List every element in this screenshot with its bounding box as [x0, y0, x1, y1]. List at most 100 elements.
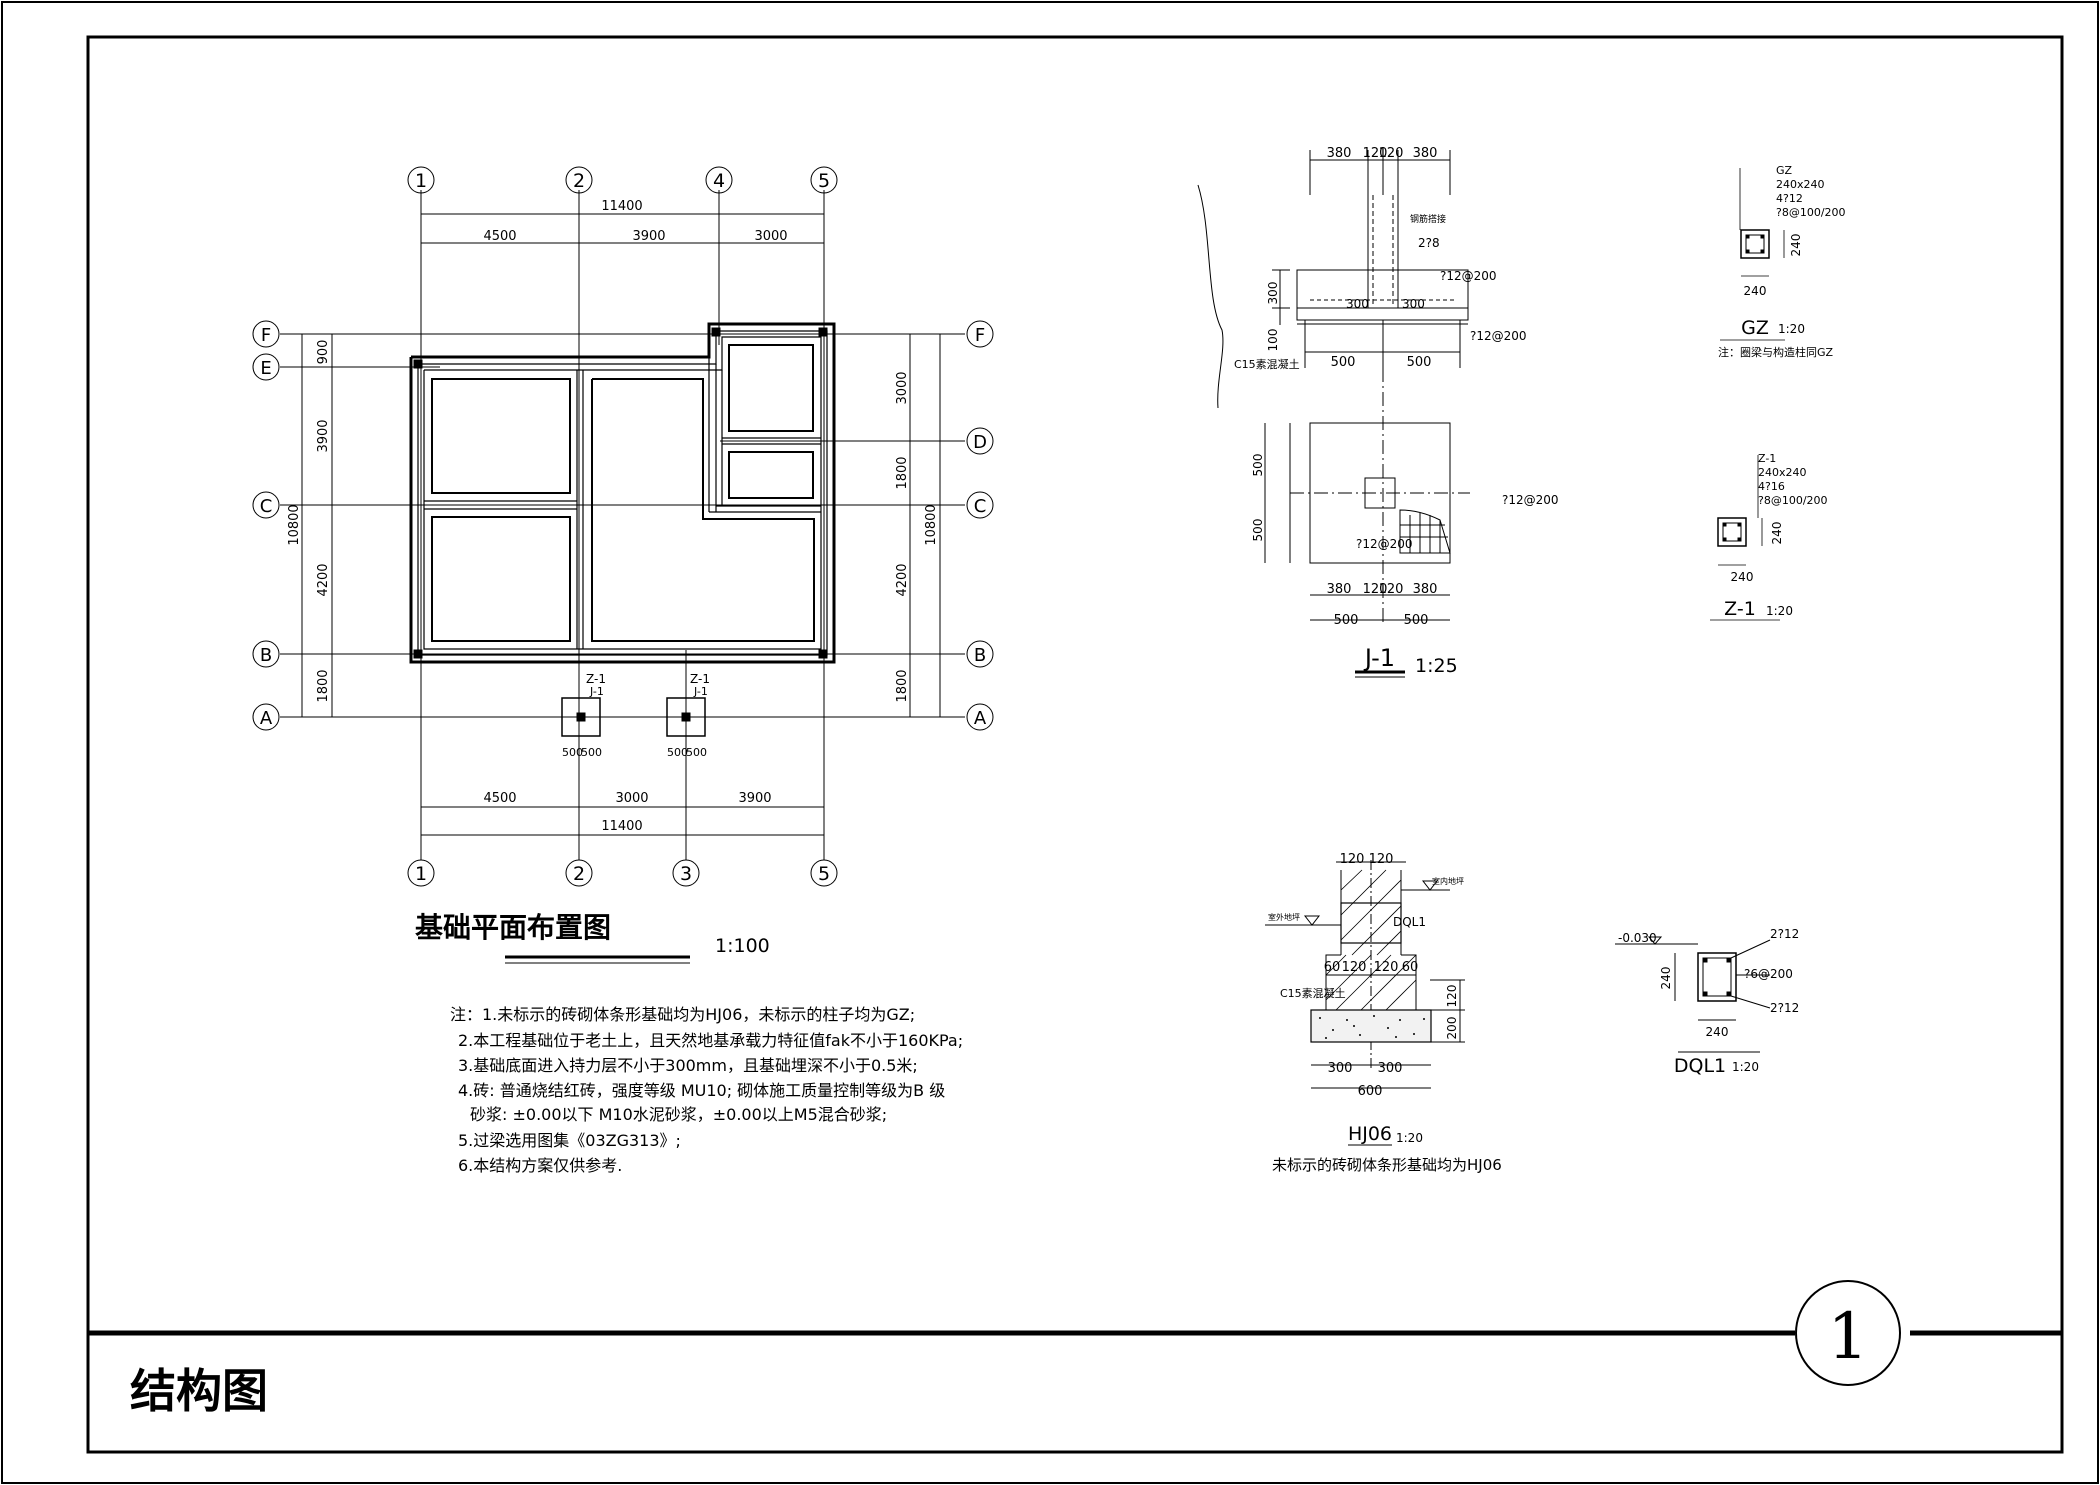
j1-plan-dim-3: 120: [1379, 582, 1404, 597]
j1-bar-3: ?12@200: [1470, 329, 1527, 343]
axis-top-2: 2: [573, 170, 585, 192]
j1-title: J-1: [1363, 644, 1395, 672]
hj06-top-1: 120: [1340, 852, 1365, 867]
j1-texts: 380 120 120 380 钢筋搭接 2?8 ?12@200 ?12@200…: [1234, 146, 1559, 677]
footing-dim-b1: 500: [667, 746, 688, 759]
footing-label-j1-b: J-1: [693, 685, 708, 698]
dim-top-seg-2: 3900: [632, 229, 665, 244]
dim-right-total: 10800: [924, 504, 939, 545]
j1-scale: 1:25: [1415, 655, 1458, 677]
gz-scale: 1:20: [1778, 322, 1805, 336]
dql1-bar-2: ?6@200: [1744, 967, 1793, 981]
z1-line-1: Z-1: [1758, 452, 1776, 465]
j1-left-dim-2: 500: [1251, 519, 1265, 542]
dim-bottom-total: 11400: [601, 819, 642, 834]
hj06-ground: 室外地坪: [1268, 912, 1300, 922]
hj06-concrete: C15素混凝土: [1280, 986, 1346, 1000]
axis-bottom-2: 2: [573, 863, 585, 885]
z1-dim-h: 240: [1731, 570, 1754, 584]
j1-bar-5: ?12@200: [1356, 537, 1413, 551]
j1-detail: [1197, 150, 1470, 678]
hj06-top-2: 120: [1369, 852, 1394, 867]
axis-top-1: 1: [415, 170, 427, 192]
dim-left-seg-3: 4200: [316, 563, 331, 596]
axis-left-e: E: [260, 358, 271, 379]
axis-top-3: 4: [713, 170, 725, 192]
dql1-texts: -0.030 2?12 ?6@200 2?12 240 240 DQL1 1:2…: [1618, 927, 1799, 1077]
z1-title: Z-1: [1724, 598, 1756, 620]
note-1: 注：1.未标示的砖砌体条形基础均为HJ06，未标示的柱子均为GZ;: [450, 1005, 915, 1024]
footing-dim-a1: 500: [562, 746, 583, 759]
hj06-h1: 120: [1445, 985, 1459, 1008]
axis-right-a: A: [974, 708, 987, 729]
hj06-h2: 200: [1445, 1017, 1459, 1040]
z1-texts: Z-1 240x240 4?16 ?8@100/200 240 240 Z-1 …: [1724, 452, 1827, 620]
axis-left-a: A: [260, 708, 273, 729]
axis-right-f: F: [975, 325, 985, 346]
footing-dim-a2: 500: [581, 746, 602, 759]
j1-dim-b2: 500: [1407, 355, 1432, 370]
dim-right-seg-1: 3000: [895, 371, 910, 404]
dim-bottom-seg-1: 4500: [483, 791, 516, 806]
dim-bottom-seg-2: 3000: [615, 791, 648, 806]
j1-plan-dim-4: 380: [1413, 582, 1438, 597]
hj06-detail: [1265, 860, 1465, 1146]
dim-left-total: 10800: [287, 504, 302, 545]
note-5: 砂浆: ±0.00以下 M10水泥砂浆，±0.00以上M5混合砂浆;: [470, 1105, 887, 1124]
dql1-scale: 1:20: [1732, 1060, 1759, 1074]
gz-line-3: 4?12: [1776, 192, 1803, 205]
foundation-plan: [280, 190, 965, 860]
dql1-bar-1: 2?12: [1770, 927, 1799, 941]
j1-left-dim-1: 500: [1251, 454, 1265, 477]
j1-plan-dim-1: 380: [1327, 582, 1352, 597]
gz-dim-v: 240: [1789, 234, 1803, 257]
note-3: 3.基础底面进入持力层不小于300mm，且基础埋深不小于0.5米;: [458, 1056, 918, 1075]
hj06-scale: 1:20: [1396, 1131, 1423, 1145]
axis-bottom-3: 3: [680, 863, 692, 885]
j1-plan-dim-2: 120: [1363, 582, 1388, 597]
j1-bar-1: 2?8: [1418, 236, 1440, 250]
dim-bottom-seg-3: 3900: [738, 791, 771, 806]
dql1-height: 240: [1659, 967, 1673, 990]
dql1-elev: -0.030: [1618, 931, 1657, 945]
hj06-total: 600: [1358, 1084, 1383, 1099]
gz-title: GZ: [1741, 317, 1769, 339]
dim-top-total: 11400: [601, 199, 642, 214]
hj06-texts: 120 120 室外地坪 室内地坪 DQL1 60 120 120 60 C15…: [1268, 852, 1502, 1174]
axis-bottom-1: 1: [415, 863, 427, 885]
z1-line-3: 4?16: [1758, 480, 1785, 493]
dim-left-seg-4: 1800: [316, 669, 331, 702]
j1-dim-t4: 380: [1413, 146, 1438, 161]
axis-left-c: C: [260, 496, 273, 517]
dql1-title: DQL1: [1674, 1055, 1726, 1077]
hj06-indoor: 室内地坪: [1432, 876, 1464, 886]
plan-notes: 注：1.未标示的砖砌体条形基础均为HJ06，未标示的柱子均为GZ; 2.本工程基…: [450, 1005, 963, 1175]
note-4: 4.砖: 普通烧结红砖，强度等级 MU10; 砌体施工质量控制等级为B 级: [458, 1081, 945, 1100]
dim-right-seg-3: 4200: [895, 563, 910, 596]
note-6: 5.过梁选用图集《03ZG313》;: [458, 1131, 681, 1150]
gz-note: 注：圈梁与构造柱同GZ: [1718, 345, 1834, 359]
j1-inner-1: 300: [1346, 297, 1369, 311]
hj06-bot-1: 300: [1328, 1061, 1353, 1076]
gz-dim-h: 240: [1744, 284, 1767, 298]
j1-bar-2: ?12@200: [1440, 269, 1497, 283]
j1-plan-bot-2: 500: [1404, 613, 1429, 628]
z1-line-2: 240x240: [1758, 466, 1807, 479]
gz-detail: [1720, 168, 1785, 341]
axis-right-b: B: [974, 645, 986, 666]
hj06-mid-4: 60: [1402, 960, 1419, 975]
j1-height-2: 100: [1266, 329, 1280, 352]
j1-dim-t3: 120: [1379, 146, 1404, 161]
axis-bottom-4: 5: [818, 863, 830, 885]
dim-top-seg-1: 4500: [483, 229, 516, 244]
gz-line-2: 240x240: [1776, 178, 1825, 191]
plan-dimensions: 11400 4500 3900 3000 4500 3000 3900 1140…: [287, 199, 939, 834]
z1-detail: [1710, 455, 1780, 621]
dql1-detail: [1615, 936, 1771, 1053]
j1-plan-bot-1: 500: [1334, 613, 1359, 628]
plan-axis-bubbles: 1 2 4 5 1 2 3 5 F E C B A F D C B A: [252, 166, 994, 887]
dql1-dim: 240: [1706, 1025, 1729, 1039]
hj06-title: HJ06: [1348, 1123, 1392, 1145]
axis-right-d: D: [973, 432, 987, 453]
j1-dim-t1: 380: [1327, 146, 1352, 161]
